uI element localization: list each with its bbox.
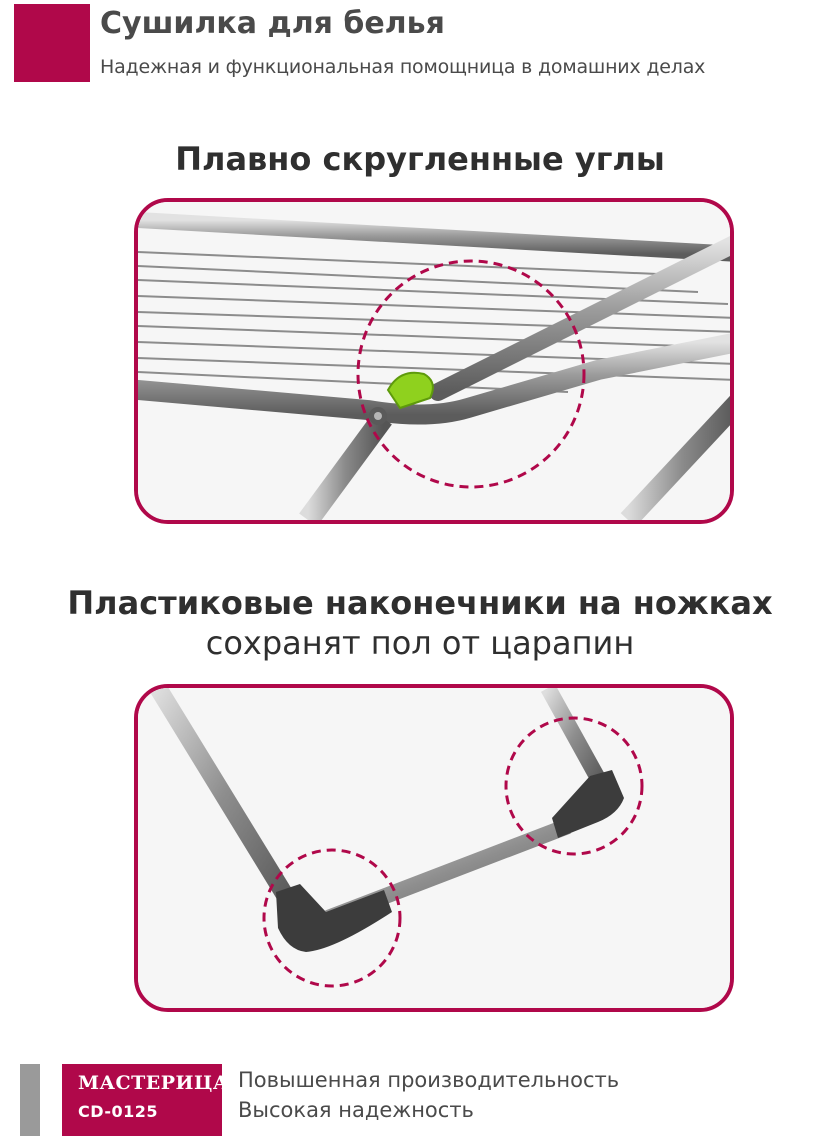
dryer-feet-illustration <box>138 688 730 1008</box>
dryer-corner-illustration <box>138 202 730 520</box>
section-title-plastic-tips: Пластиковые наконечники на ножках <box>67 584 773 622</box>
model-number: CD-0125 <box>78 1102 158 1121</box>
brand-name: МАСТЕРИЦА <box>78 1072 229 1094</box>
section-title-rounded-corners: Плавно скругленные углы <box>175 140 665 178</box>
section-subtitle-plastic-tips: сохранят пол от царапин <box>205 624 635 662</box>
page-subtitle: Надежная и функциональная помощница в до… <box>100 56 706 78</box>
page-title: Сушилка для белья <box>100 6 445 41</box>
photo-plastic-tips <box>134 684 734 1012</box>
footer-accent-bar <box>20 1064 40 1136</box>
feature-reliability: Высокая надежность <box>238 1098 474 1122</box>
header-accent-square <box>14 4 90 82</box>
feature-performance: Повышенная производительность <box>238 1068 620 1092</box>
brand-badge: МАСТЕРИЦА CD-0125 <box>62 1064 228 1136</box>
photo-rounded-corners <box>134 198 734 524</box>
